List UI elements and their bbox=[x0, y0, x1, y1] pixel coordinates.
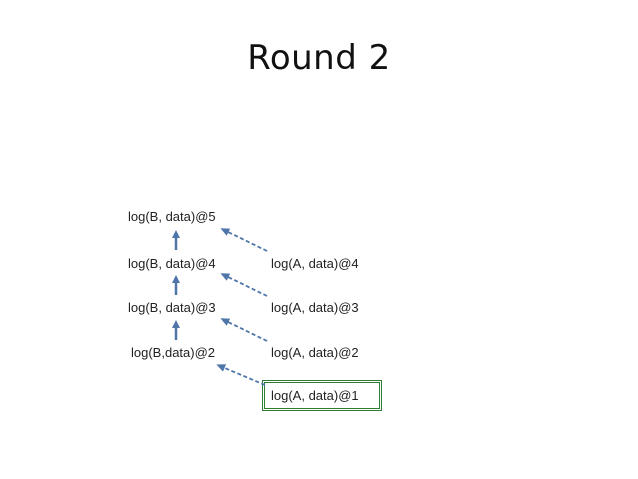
slide-title: Round 2 bbox=[247, 38, 391, 78]
node-log-a-3: log(A, data)@3 bbox=[271, 300, 359, 315]
dashed-arrow-a4-to-b5 bbox=[220, 228, 268, 252]
highlight-box bbox=[262, 380, 382, 411]
node-log-b-3: log(B, data)@3 bbox=[128, 300, 216, 315]
dashed-arrow-a3-to-b4 bbox=[220, 273, 268, 297]
node-log-b-2: log(B,data)@2 bbox=[131, 345, 216, 360]
dashed-arrow-a1-to-b2 bbox=[216, 364, 266, 386]
node-log-a-1: log(A, data)@1 bbox=[271, 388, 359, 403]
node-log-b-5: log(B, data)@5 bbox=[128, 209, 216, 224]
node-log-a-2: log(A, data)@2 bbox=[271, 345, 359, 360]
node-log-b-4: log(B, data)@4 bbox=[128, 256, 216, 271]
dashed-arrow-a2-to-b3 bbox=[220, 318, 268, 342]
node-log-a-4: log(A, data)@4 bbox=[271, 256, 359, 271]
